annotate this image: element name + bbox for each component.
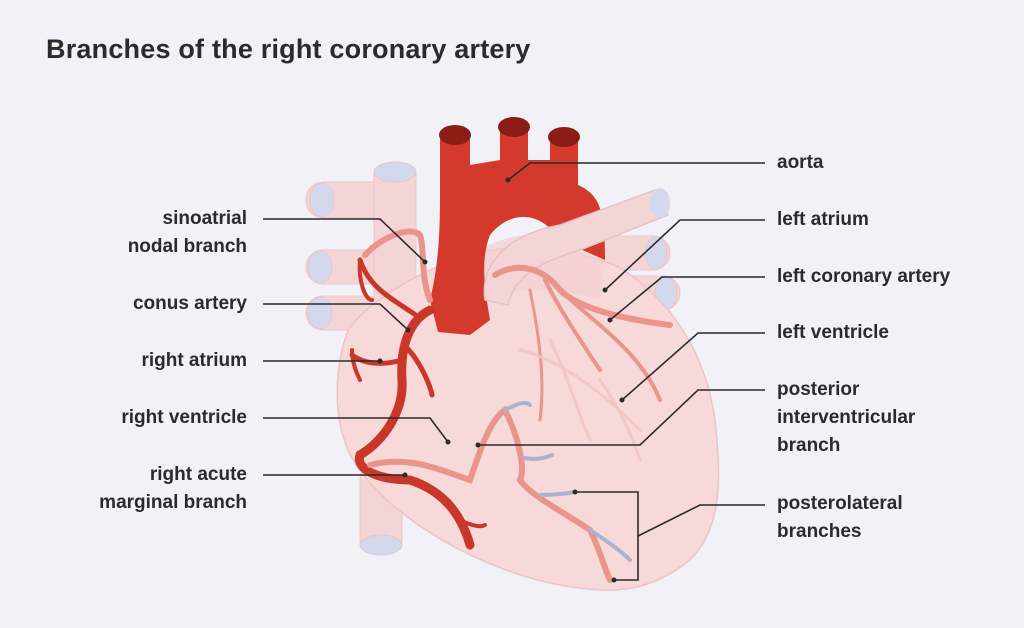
label-left-ventricle: left ventricle: [777, 322, 889, 343]
label-right-atrium: right atrium: [141, 350, 247, 371]
leader-sinoatrial: [263, 218, 426, 263]
label-aorta: aorta: [777, 152, 824, 173]
leader-aorta: [507, 162, 765, 181]
label-acute-marginal-text: right acute marginal branch: [99, 464, 247, 513]
leader-dots: [377, 177, 625, 583]
aorta-vessel: [430, 117, 605, 335]
leader-posterior-interventricular: [478, 389, 765, 446]
right-coronary-artery: [349, 257, 487, 550]
leader-left-atrium: [604, 219, 765, 291]
left-ventricle-pale-branches: [518, 338, 642, 462]
leader-conus: [263, 303, 409, 331]
label-posterolateral-text: posterolateral branches: [777, 493, 903, 542]
label-posterior-interventricular-branch: posterior interventricular branch: [777, 376, 915, 460]
label-left-atrium: left atrium: [777, 209, 869, 230]
label-posterolateral-branches: posterolateral branches: [777, 490, 903, 546]
label-right-ventricle: right ventricle: [121, 407, 247, 428]
sinoatrial-branch: [362, 228, 433, 303]
label-sinoatrial-nodal-branch: sinoatrial nodal branch: [128, 205, 247, 261]
label-conus-artery: conus artery: [132, 293, 247, 314]
diagram-title: Branches of the right coronary artery: [46, 34, 531, 64]
label-sinoatrial-text: sinoatrial nodal branch: [127, 208, 247, 257]
leader-left-coronary: [609, 276, 765, 321]
leader-posterolateral-main: [637, 504, 765, 537]
leader-left-ventricle: [621, 332, 765, 401]
leader-lines: [263, 162, 765, 581]
left-coronary-artery: [492, 264, 673, 422]
label-right-acute-marginal-branch: right acute marginal branch: [99, 461, 247, 517]
label-posterior-interventricular-text: posterior interventricular branch: [777, 379, 916, 456]
posterior-branches: [367, 400, 632, 583]
label-left-coronary-artery: left coronary artery: [777, 266, 951, 287]
leader-right-ventricle: [263, 417, 449, 443]
